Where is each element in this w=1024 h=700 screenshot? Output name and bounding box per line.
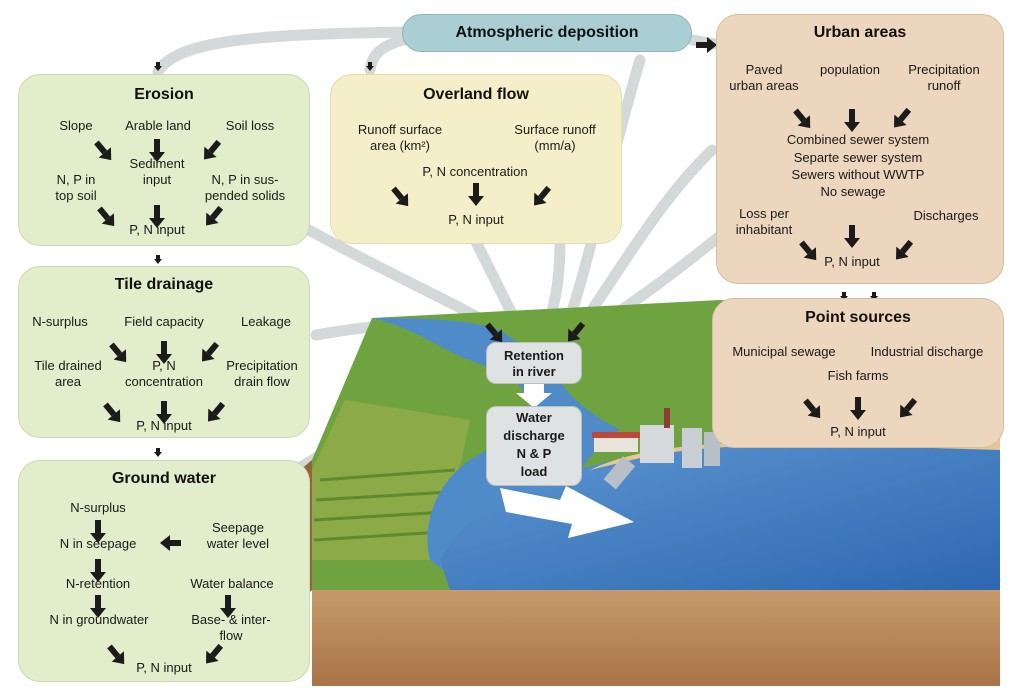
erosion-np-susp-1: N, P in sus- bbox=[186, 172, 304, 187]
erosion-arrow-topsoil bbox=[108, 218, 109, 219]
overland-arrow-conc bbox=[476, 196, 477, 197]
erosion-arrow-soilloss bbox=[210, 152, 211, 153]
tile-arrow-field bbox=[164, 354, 165, 355]
erosion-soil-loss: Soil loss bbox=[210, 118, 290, 133]
tile-precip-1: Precipitation bbox=[214, 358, 310, 373]
ground-output: P, N input bbox=[112, 660, 216, 675]
tile-n-surplus: N-surplus bbox=[22, 314, 98, 329]
urban-areas-title: Urban areas bbox=[716, 24, 1004, 42]
urban-arrow-loss bbox=[810, 252, 811, 253]
ground-arrow-seepage bbox=[160, 543, 161, 544]
ground-arrow-surplus bbox=[98, 533, 99, 534]
erosion-slope: Slope bbox=[48, 118, 104, 133]
ground-seepage-2: water level bbox=[196, 536, 280, 551]
flow-arrow-into-retention-right bbox=[574, 334, 575, 335]
retention-line-2: in river bbox=[486, 364, 582, 379]
erosion-arrow-suspended bbox=[212, 218, 213, 219]
urban-areas-box bbox=[716, 14, 1004, 284]
ground-water-title: Ground water bbox=[18, 470, 310, 488]
ground-arrow-retention bbox=[98, 608, 99, 609]
retention-line-1: Retention bbox=[486, 348, 582, 363]
point-arrow-fish bbox=[858, 410, 859, 411]
urban-arrow-population bbox=[852, 122, 853, 123]
point-output: P, N input bbox=[806, 424, 910, 439]
overland-runoff-area-1: Runoff surface bbox=[338, 122, 462, 137]
erosion-title: Erosion bbox=[18, 86, 310, 104]
urban-precip-1: Precipitation bbox=[896, 62, 992, 77]
point-sources-title: Point sources bbox=[712, 309, 1004, 327]
urban-precip-2: runoff bbox=[896, 78, 992, 93]
tile-arrow-conc bbox=[164, 414, 165, 415]
atmosphere-to-overland-arrow bbox=[370, 66, 371, 67]
erosion-arrow-slope bbox=[105, 152, 106, 153]
soil-layer bbox=[312, 590, 1000, 686]
ground-water-balance: Water balance bbox=[176, 576, 288, 591]
erosion-np-top-2: top soil bbox=[36, 188, 116, 203]
overland-surface-runoff-2: (mm/a) bbox=[494, 138, 616, 153]
erosion-arrow-arable bbox=[157, 152, 158, 153]
urban-sewer-1: Combined sewer system bbox=[730, 132, 986, 147]
ground-base-2: flow bbox=[176, 628, 286, 643]
urban-population: population bbox=[806, 62, 894, 77]
erosion-arrow-sediment bbox=[157, 218, 158, 219]
discharge-line-2: discharge bbox=[486, 428, 582, 443]
tile-area-2: area bbox=[24, 374, 112, 389]
urban-sewer-4: No sewage bbox=[730, 184, 976, 199]
ground-water-box bbox=[18, 460, 310, 682]
urban-arrow-paved bbox=[804, 120, 805, 121]
urban-arrow-discharges bbox=[902, 252, 903, 253]
overland-runoff-area-2: area (km²) bbox=[338, 138, 462, 153]
urban-arrow-precip bbox=[900, 120, 901, 121]
tile-area-1: Tile drained bbox=[24, 358, 112, 373]
tile-arrow-area bbox=[114, 414, 115, 415]
urban-sewer-3: Sewers without WWTP bbox=[730, 167, 986, 182]
discharge-line-1: Water bbox=[486, 410, 582, 425]
tile-arrow-precip bbox=[214, 414, 215, 415]
overland-output: P, N input bbox=[424, 212, 528, 227]
urban-loss-1: Loss per bbox=[724, 206, 804, 221]
point-industrial: Industrial discharge bbox=[852, 344, 1002, 359]
erosion-np-top-1: N, P in bbox=[36, 172, 116, 187]
tile-arrow-leakage bbox=[208, 354, 209, 355]
urban-loss-2: inhabitant bbox=[724, 222, 804, 237]
ground-arrow-balance bbox=[228, 608, 229, 609]
urban-sewer-2: Separte sewer system bbox=[730, 150, 986, 165]
tile-field-capacity: Field capacity bbox=[108, 314, 220, 329]
erosion-np-susp-2: pended solids bbox=[186, 188, 304, 203]
overland-flow-title: Overland flow bbox=[330, 86, 622, 104]
point-arrow-industrial bbox=[906, 410, 907, 411]
tile-concentration-2: concentration bbox=[112, 374, 216, 389]
erosion-arable-land: Arable land bbox=[108, 118, 208, 133]
overland-arrow-area bbox=[402, 198, 403, 199]
point-fish-farms: Fish farms bbox=[808, 368, 908, 383]
ground-arrow-baseflow bbox=[212, 656, 213, 657]
tile-precip-2: drain flow bbox=[214, 374, 310, 389]
tile-arrow-surplus bbox=[120, 354, 121, 355]
overland-arrow-runoff bbox=[540, 198, 541, 199]
urban-to-point-arrow-left bbox=[844, 296, 845, 297]
flow-arrow-into-retention-left bbox=[496, 334, 497, 335]
overland-concentration: P, N concentration bbox=[400, 164, 550, 179]
ground-arrow-seepage-down bbox=[98, 572, 99, 573]
atmosphere-to-erosion-arrow bbox=[158, 66, 159, 67]
urban-to-point-arrow-right bbox=[874, 296, 875, 297]
urban-discharges: Discharges bbox=[898, 208, 994, 223]
ground-arrow-groundwater bbox=[118, 656, 119, 657]
discharge-line-4: load bbox=[486, 464, 582, 479]
overland-surface-runoff-1: Surface runoff bbox=[494, 122, 616, 137]
urban-paved-2: urban areas bbox=[720, 78, 808, 93]
tile-to-ground-arrow bbox=[158, 452, 159, 453]
point-municipal: Municipal sewage bbox=[718, 344, 850, 359]
point-arrow-municipal bbox=[814, 410, 815, 411]
erosion-to-tile-arrow bbox=[158, 259, 159, 260]
ground-n-surplus: N-surplus bbox=[50, 500, 146, 515]
tile-drainage-title: Tile drainage bbox=[18, 276, 310, 294]
urban-paved-1: Paved bbox=[720, 62, 808, 77]
atmospheric-deposition-label: Atmospheric deposition bbox=[402, 24, 692, 42]
urban-arrow-sewer bbox=[852, 238, 853, 239]
discharge-line-3: N & P bbox=[486, 446, 582, 461]
ground-seepage-1: Seepage bbox=[196, 520, 280, 535]
tile-leakage: Leakage bbox=[228, 314, 304, 329]
